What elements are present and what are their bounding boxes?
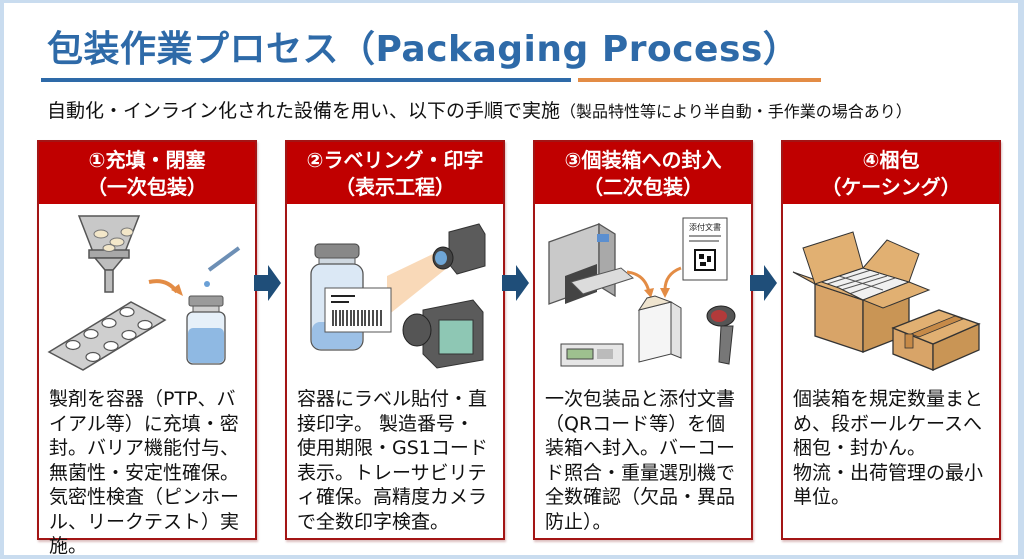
step-title: ②ラベリング・印字	[306, 148, 484, 172]
arrow-right-icon	[750, 265, 777, 301]
step-header: ①充填・閉塞 （一次包装）	[39, 142, 255, 204]
step-header: ③個装箱への封入 （二次包装）	[535, 142, 751, 204]
title-underline-orange	[578, 78, 821, 82]
insert-label: 添付文書	[689, 222, 721, 232]
hopper-blister-vial-icon	[39, 204, 255, 379]
step-card-3: ③個装箱への封入 （二次包装） 添付文書	[533, 140, 753, 540]
step-description: 容器にラベル貼付・直接印字。 製造番号・使用期限・GS1コード表示。トレーサビリ…	[297, 388, 488, 533]
step-card-4: ④梱包 （ケーシング） 個装箱を規定数量まとめ、段ボールケースへ梱包・封	[781, 140, 1001, 540]
step-subtitle: （二次包装）	[583, 175, 703, 199]
step-title: ④梱包	[862, 148, 920, 172]
vial-label-camera-icon	[287, 204, 503, 379]
subtitle: 自動化・インライン化された設備を用い、以下の手順で実施（製品特性等により半自動・…	[47, 96, 912, 123]
step-header: ④梱包 （ケーシング）	[783, 142, 999, 204]
step-description: 製剤を容器（PTP、バイアル等）に充填・密封。バリア機能付与、無菌性・安定性確保…	[49, 388, 240, 557]
subtitle-note: （製品特性等により半自動・手作業の場合あり）	[560, 102, 912, 121]
cardboard-case-icon	[783, 204, 999, 379]
title-underline-blue	[41, 78, 571, 82]
step-subtitle: （ケーシング）	[821, 175, 961, 199]
subtitle-main: 自動化・インライン化された設備を用い、以下の手順で実施	[47, 100, 561, 122]
step-card-2: ②ラベリング・印字 （表示工程）	[285, 140, 505, 540]
step-title: ③個装箱への封入	[564, 148, 722, 172]
step-subtitle: （一次包装）	[87, 175, 207, 199]
step-description: 一次包装品と添付文書（QRコード等）を個装箱へ封入。バーコード照合・重量選別機で…	[545, 388, 736, 533]
step-title: ①充填・閉塞	[88, 148, 206, 172]
arrow-right-icon	[502, 265, 529, 301]
arrow-right-icon	[254, 265, 281, 301]
step-card-1: ①充填・閉塞 （一次包装）	[37, 140, 257, 557]
cartoner-insert-scanner-icon: 添付文書	[535, 204, 751, 379]
step-description: 個装箱を規定数量まとめ、段ボールケースへ梱包・封かん。 物流・出荷管理の最小単位…	[793, 388, 984, 508]
page-title: 包装作業プロセス（Packaging Process）	[47, 29, 800, 70]
step-header: ②ラベリング・印字 （表示工程）	[287, 142, 503, 204]
step-subtitle: （表示工程）	[335, 175, 455, 199]
